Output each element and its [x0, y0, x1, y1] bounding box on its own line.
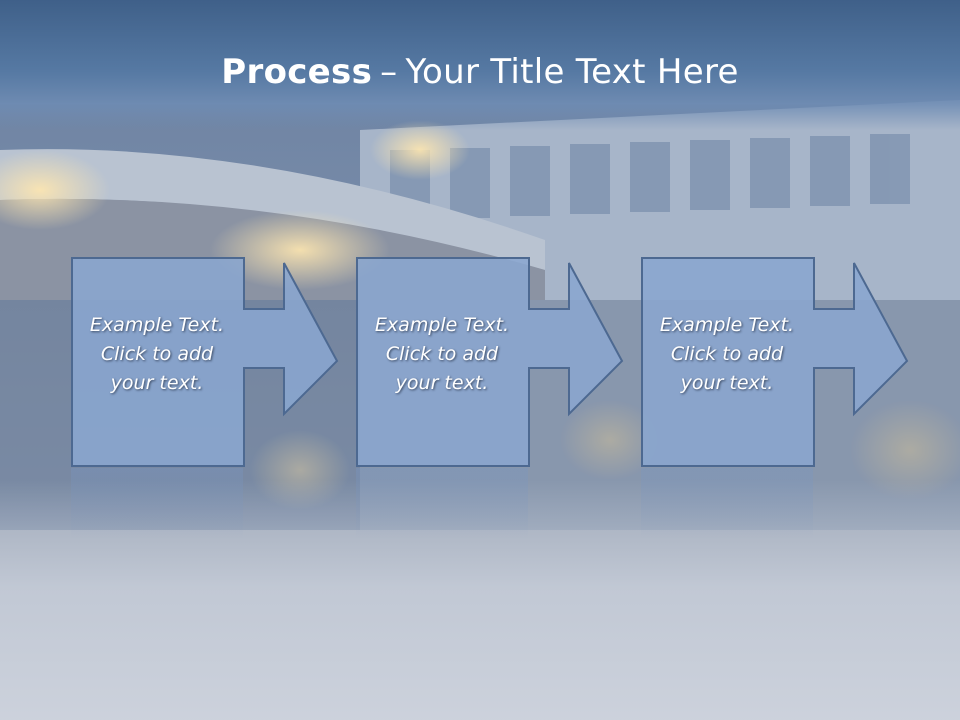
step-reflection-2: [356, 468, 528, 538]
step-arrow-shape: [356, 257, 624, 467]
bottom-fade-overlay: [0, 480, 960, 720]
step-text-2[interactable]: Example Text. Click to add your text.: [374, 314, 510, 394]
process-step-2[interactable]: Example Text. Click to add your text.: [356, 257, 696, 467]
step-arrow-shape: [71, 257, 339, 467]
title-separator: –: [380, 52, 398, 92]
step-text-1[interactable]: Example Text. Click to add your text.: [89, 314, 225, 394]
title-rest-part: Your Title Text Here: [405, 52, 739, 92]
title-bold-part: Process: [221, 52, 373, 92]
step-text-3[interactable]: Example Text. Click to add your text.: [659, 314, 795, 394]
process-step-3[interactable]: Example Text. Click to add your text.: [641, 257, 960, 467]
process-step-1[interactable]: Example Text. Click to add your text.: [71, 257, 411, 467]
step-arrow-shape: [641, 257, 909, 467]
slide-title[interactable]: Process–Your Title Text Here: [0, 52, 960, 92]
step-reflection-1: [71, 468, 243, 538]
step-reflection-3: [641, 468, 813, 538]
title-band: [0, 0, 960, 130]
